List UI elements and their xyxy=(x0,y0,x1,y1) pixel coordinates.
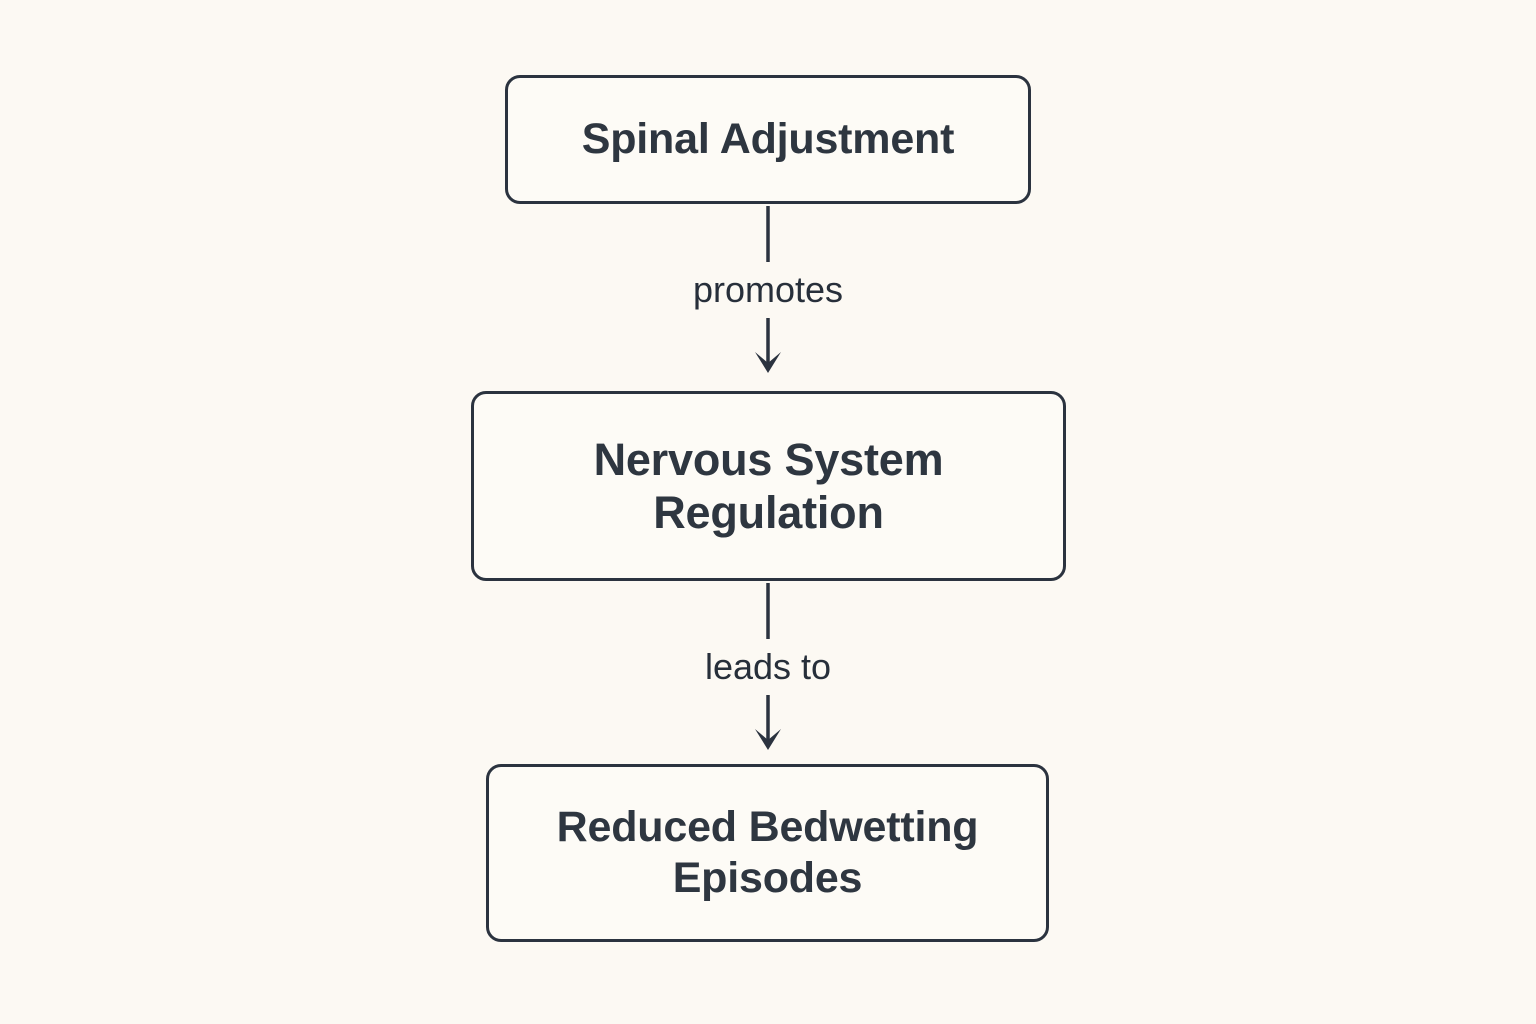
flow-node-reduced-bedwetting-episodes[interactable]: Reduced Bedwetting Episodes xyxy=(486,764,1049,942)
flow-node-spinal-adjustment-label: Spinal Adjustment xyxy=(581,115,955,164)
flow-node-spinal-adjustment[interactable]: Spinal Adjustment xyxy=(505,75,1031,204)
edge-label-leads-to: leads to xyxy=(704,646,832,687)
flow-node-nervous-system-regulation[interactable]: Nervous System Regulation xyxy=(471,391,1066,581)
flow-node-nervous-system-regulation-label: Nervous System Regulation xyxy=(593,433,944,538)
edge-promotes-arrowhead xyxy=(755,352,781,373)
flow-node-reduced-bedwetting-episodes-label: Reduced Bedwetting Episodes xyxy=(556,803,979,902)
edge-label-promotes: promotes xyxy=(692,269,844,310)
edge-leads-to-arrowhead xyxy=(755,729,781,750)
